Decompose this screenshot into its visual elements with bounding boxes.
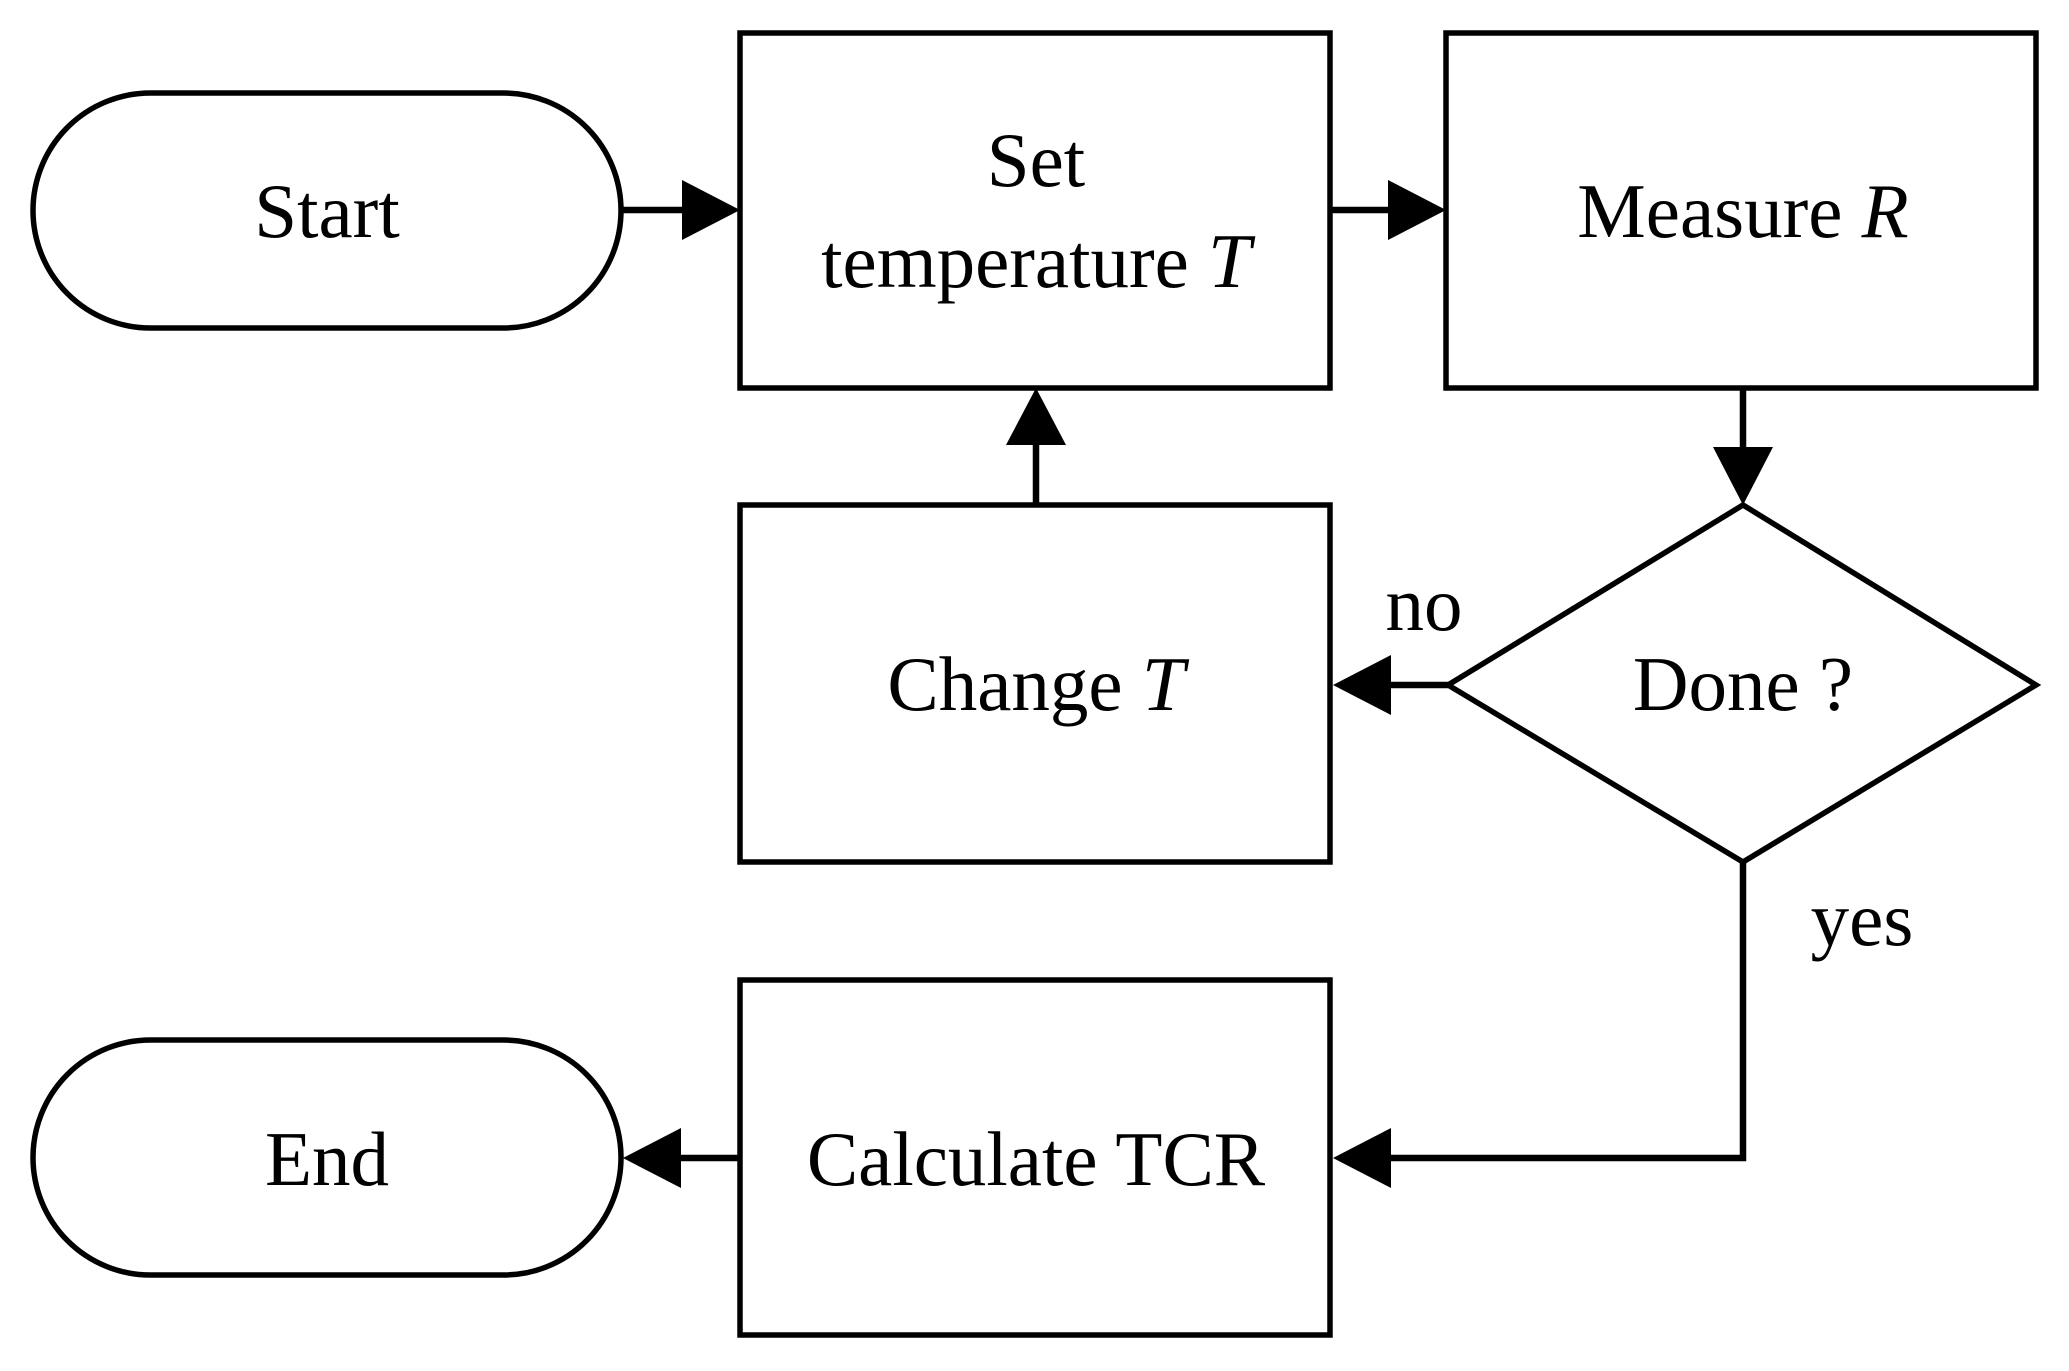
calculate-node: Calculate TCR: [737, 977, 1333, 1338]
set-temperature-variable: T: [1208, 218, 1256, 304]
start-terminal: [30, 90, 624, 331]
change-variable: T: [1142, 641, 1190, 727]
end-node: End: [30, 1037, 624, 1278]
arrowhead-change-to-set: [1006, 388, 1066, 445]
edge-label-yes: yes: [1811, 876, 1914, 962]
calculate-box: [737, 977, 1333, 1338]
change-label: Change T: [887, 641, 1189, 727]
set-temperature-node: Set temperature T: [737, 30, 1333, 391]
decision-diamond: [1442, 501, 2042, 866]
connectors: [621, 180, 1773, 1188]
change-box: [737, 502, 1333, 865]
measure-box: [1443, 30, 2039, 391]
arrowhead-start-to-set: [682, 180, 740, 240]
decision-label: Done ?: [1633, 641, 1853, 727]
arrowhead-decision-to-calculate: [1333, 1128, 1391, 1188]
measure-node: Measure R: [1443, 30, 2039, 391]
change-word: Change: [887, 641, 1122, 727]
decision-node: Done ?: [1442, 501, 2042, 866]
arrowhead-calculate-to-end: [623, 1128, 681, 1188]
connector-decision-to-calculate: [1383, 862, 1747, 1162]
measure-word: Measure: [1577, 168, 1842, 254]
measure-label: Measure R: [1577, 168, 1908, 254]
measure-variable: R: [1861, 168, 1909, 254]
calculate-label: Calculate TCR: [807, 1116, 1266, 1202]
end-label: End: [265, 1116, 389, 1202]
start-label: Start: [254, 168, 399, 254]
end-terminal: [30, 1037, 624, 1278]
arrowhead-decision-to-change: [1333, 655, 1391, 715]
set-temperature-box: [737, 30, 1333, 391]
set-temperature-label: Set: [987, 117, 1085, 203]
edge-label-no: no: [1386, 561, 1463, 647]
arrowhead-measure-to-decision: [1713, 447, 1773, 505]
start-node: Start: [30, 90, 624, 331]
set-temperature-label-line2: temperature T: [821, 218, 1256, 304]
set-temperature-word: temperature: [821, 218, 1189, 304]
arrowhead-set-to-measure: [1388, 180, 1446, 240]
change-node: Change T: [737, 502, 1333, 865]
